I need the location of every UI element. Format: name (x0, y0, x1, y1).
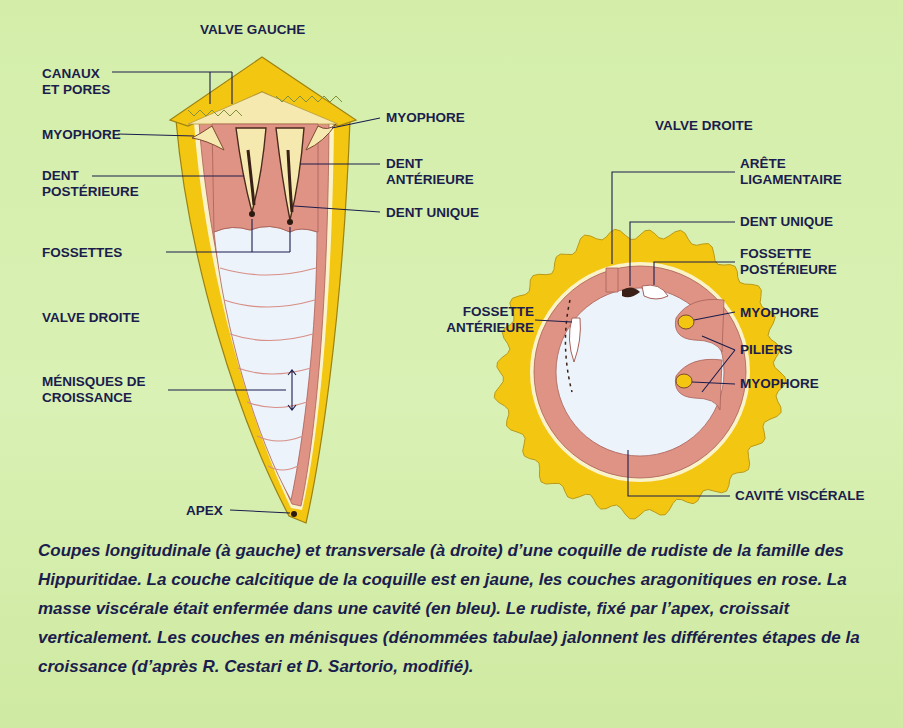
part-label: FOSSETTES (42, 245, 122, 261)
part-label: PILIERS (740, 342, 793, 358)
figure-caption: Coupes longitudinale (à gauche) et trans… (38, 536, 874, 681)
longitudinal-section (170, 57, 356, 523)
part-label: MÉNISQUES DE CROISSANCE (42, 374, 167, 406)
part-label: MYOPHORE (740, 376, 819, 392)
part-label: MYOPHORE (42, 127, 121, 143)
part-label: MYOPHORE (386, 110, 465, 126)
part-label: ARÊTE LIGAMENTAIRE (740, 156, 870, 188)
part-label: CAVITÉ VISCÉRALE (735, 488, 865, 504)
part-label: CANAUX ET PORES (42, 66, 116, 98)
part-label: DENT UNIQUE (740, 214, 833, 230)
part-label: VALVE DROITE (42, 310, 140, 326)
part-label: DENT ANTÉRIEURE (386, 156, 498, 188)
part-label: DENT POSTÉRIEURE (42, 168, 160, 200)
part-label: DENT UNIQUE (386, 205, 479, 221)
part-label: APEX (186, 503, 223, 519)
part-label: FOSSETTE ANTÉRIEURE (430, 304, 534, 336)
part-label: FOSSETTE POSTÉRIEURE (740, 246, 875, 278)
leader-lines (92, 72, 735, 513)
part-label: MYOPHORE (740, 305, 819, 321)
part-label: VALVE DROITE (655, 118, 753, 134)
part-label: VALVE GAUCHE (200, 22, 305, 38)
